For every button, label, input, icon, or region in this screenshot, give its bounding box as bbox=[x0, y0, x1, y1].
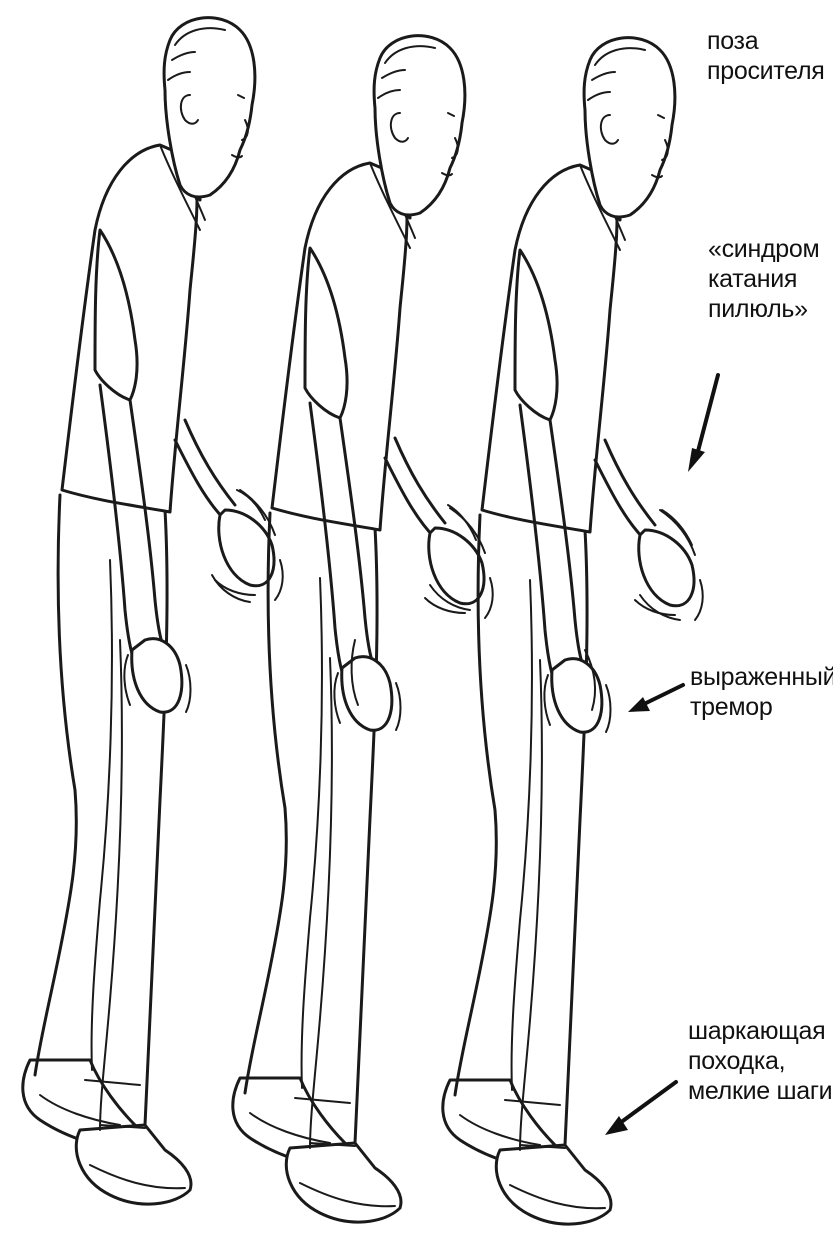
figure-1 bbox=[23, 18, 283, 1204]
label-pill-rolling: «синдром катания пилюль» bbox=[708, 234, 819, 324]
label-tremor: выраженный тремор bbox=[690, 662, 833, 722]
label-gait-line-1: шаркающая bbox=[688, 1016, 832, 1046]
label-pose: поза просителя bbox=[707, 26, 824, 86]
figure-2 bbox=[233, 36, 493, 1222]
label-tremor-line-2: тремор bbox=[690, 692, 833, 722]
label-pill-rolling-line-3: пилюль» bbox=[708, 294, 819, 324]
figure-3 bbox=[443, 38, 703, 1224]
label-gait-line-2: походка, bbox=[688, 1046, 832, 1076]
label-gait-line-3: мелкие шаги bbox=[688, 1076, 832, 1106]
label-pill-rolling-line-1: «синдром bbox=[708, 234, 819, 264]
arrow-tremor bbox=[628, 685, 683, 712]
arrow-gait bbox=[605, 1082, 676, 1135]
arrow-pill-rolling bbox=[688, 375, 718, 472]
label-tremor-line-1: выраженный bbox=[690, 662, 833, 692]
label-pill-rolling-line-2: катания bbox=[708, 264, 819, 294]
label-pose-line-1: поза bbox=[707, 26, 824, 56]
label-gait: шаркающая походка, мелкие шаги bbox=[688, 1016, 832, 1106]
label-pose-line-2: просителя bbox=[707, 56, 824, 86]
